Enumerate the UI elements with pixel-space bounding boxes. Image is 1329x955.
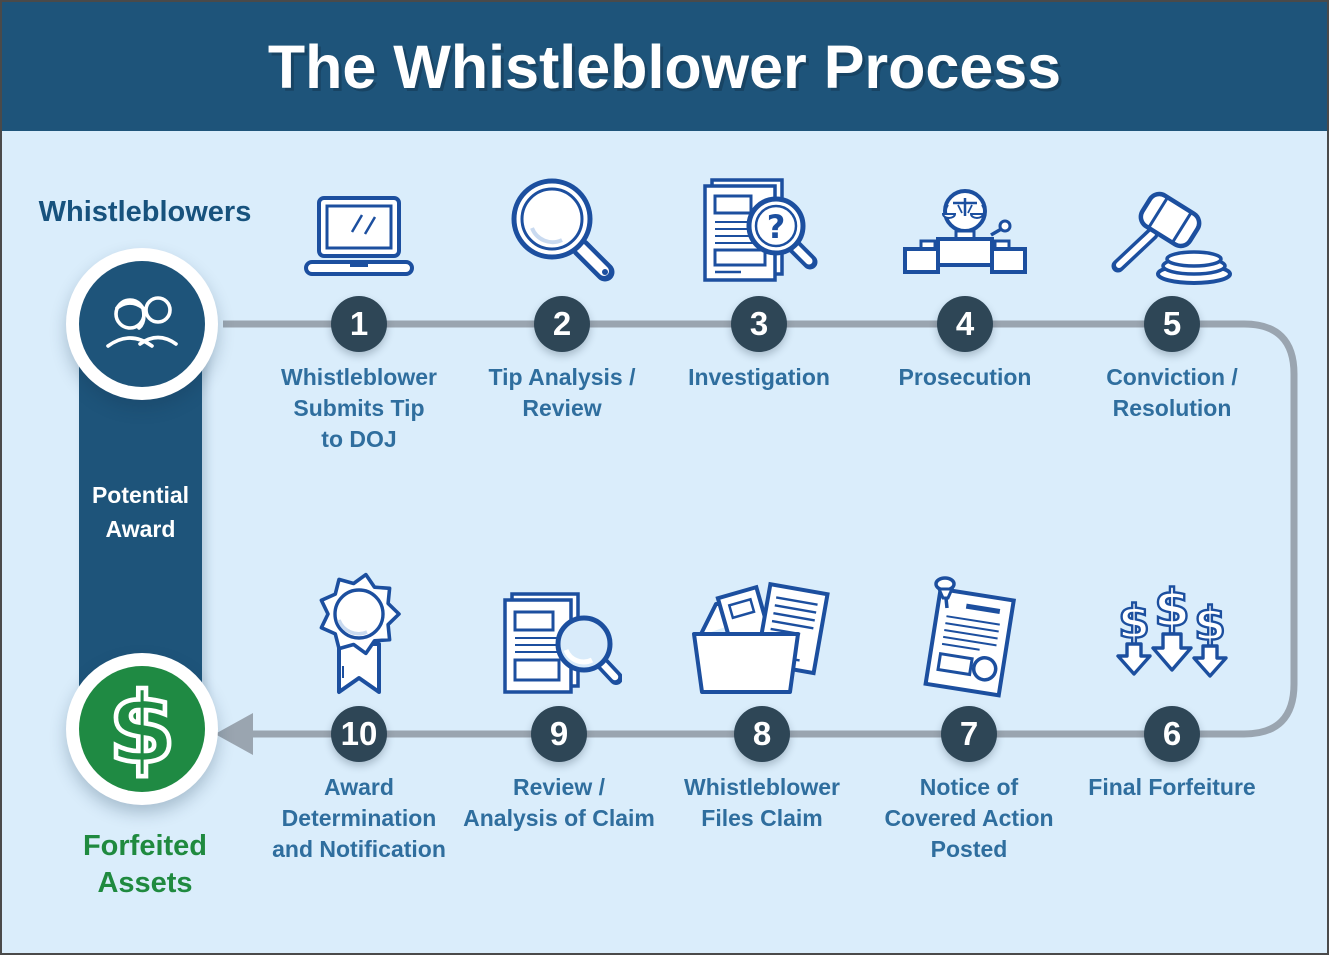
step-label: Conviction /Resolution xyxy=(1106,364,1238,421)
dollar-icon: $ xyxy=(79,666,205,792)
step-number-badge: 7 xyxy=(941,706,997,762)
step-5: 5 Conviction /Resolution xyxy=(1062,172,1282,424)
step-number-badge: 2 xyxy=(534,296,590,352)
step-number-badge: 9 xyxy=(531,706,587,762)
award-ribbon-icon xyxy=(309,572,409,700)
step-9: 9 Review /Analysis of Claim xyxy=(449,582,669,834)
document-search-icon: ? xyxy=(696,172,822,290)
claim-folder-icon xyxy=(686,581,838,700)
laptop-icon xyxy=(293,172,425,290)
step-label: Review /Analysis of Claim xyxy=(463,774,655,831)
forfeited-assets-circle: $ xyxy=(66,653,218,805)
money-forfeiture-icon: $ $ $ xyxy=(1109,582,1235,700)
step-label: Prosecution xyxy=(898,364,1032,390)
step-number-badge: 4 xyxy=(937,296,993,352)
magnifier-icon xyxy=(505,172,619,290)
step-label: Final Forfeiture xyxy=(1088,774,1256,800)
svg-text:$: $ xyxy=(1118,595,1150,649)
header-band: The Whistleblower Process xyxy=(2,2,1327,131)
svg-text:$: $ xyxy=(108,674,175,784)
svg-text:?: ? xyxy=(767,208,786,246)
svg-text:$: $ xyxy=(1154,582,1190,639)
whistleblowers-label: Whistleblowers xyxy=(38,196,252,228)
step-number-badge: 10 xyxy=(331,706,387,762)
step-number-badge: 1 xyxy=(331,296,387,352)
step-label: Tip Analysis /Review xyxy=(488,364,636,421)
posted-notice-icon xyxy=(909,576,1029,700)
step-2: 2 Tip Analysis /Review xyxy=(452,172,672,424)
step-number-badge: 5 xyxy=(1144,296,1200,352)
court-bench-icon xyxy=(901,172,1029,290)
whistleblowers-circle xyxy=(66,248,218,400)
step-4: 4 Prosecution xyxy=(855,172,1075,393)
flow-arrow-icon xyxy=(215,713,253,755)
step-6: $ $ $ 6 Final Forfeiture xyxy=(1062,582,1282,803)
step-number-badge: 6 xyxy=(1144,706,1200,762)
step-number-badge: 3 xyxy=(731,296,787,352)
gavel-icon xyxy=(1110,172,1234,290)
people-icon xyxy=(79,261,205,387)
step-label: Investigation xyxy=(688,364,830,390)
step-3: ? 3 Investigation xyxy=(649,172,869,393)
page-title: The Whistleblower Process xyxy=(267,32,1062,101)
step-number-badge: 8 xyxy=(734,706,790,762)
svg-text:$: $ xyxy=(1194,597,1226,651)
claim-review-icon xyxy=(496,582,622,700)
